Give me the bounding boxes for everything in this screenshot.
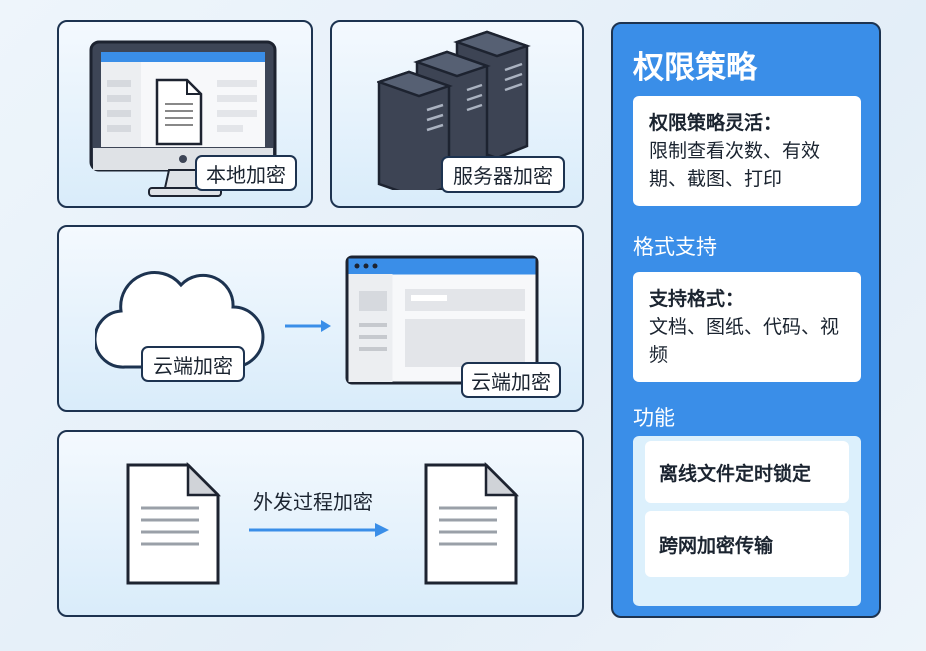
document-icon — [126, 462, 221, 585]
policy-card: 权限策略灵活： 限制查看次数、有效期、截图、打印 — [633, 96, 861, 206]
sidebar-title: 权限策略 — [633, 50, 757, 85]
server-rack-icon — [377, 30, 531, 190]
outbound-encryption-label: 外发过程加密 — [253, 492, 373, 514]
local-encryption-label: 本地加密 — [195, 155, 297, 191]
local-encryption-panel: 本地加密 — [57, 20, 313, 208]
server-encryption-label: 服务器加密 — [441, 156, 565, 193]
document-icon — [424, 462, 519, 585]
permission-policy-sidebar: 权限策略 权限策略灵活： 限制查看次数、有效期、截图、打印 格式支持 支持格式：… — [611, 22, 881, 618]
format-section-title: 格式支持 — [633, 236, 717, 259]
policy-card-text: 限制查看次数、有效期、截图、打印 — [649, 141, 821, 190]
policy-card-heading: 权限策略灵活： — [649, 113, 783, 134]
feature-offline-lock: 离线文件定时锁定 — [645, 441, 849, 503]
arrow-right-icon — [249, 523, 389, 537]
server-encryption-panel: 服务器加密 — [330, 20, 584, 208]
format-card-heading: 支持格式： — [649, 289, 745, 310]
outbound-encryption-panel: 外发过程加密 — [57, 430, 584, 617]
function-section-title: 功能 — [633, 407, 675, 430]
cloud-label: 云端加密 — [141, 346, 245, 382]
cloud-encryption-panel: 云端加密 云端加密 — [57, 225, 584, 412]
monitor-icon — [89, 40, 277, 197]
arrow-right-icon — [285, 320, 331, 332]
format-card-text: 文档、图纸、代码、视频 — [649, 317, 840, 366]
feature-cross-network-transfer: 跨网加密传输 — [645, 511, 849, 577]
cloud-window-label: 云端加密 — [461, 362, 561, 398]
format-card: 支持格式： 文档、图纸、代码、视频 — [633, 272, 861, 382]
browser-window-icon — [345, 255, 539, 385]
cloud-icon — [95, 271, 265, 369]
